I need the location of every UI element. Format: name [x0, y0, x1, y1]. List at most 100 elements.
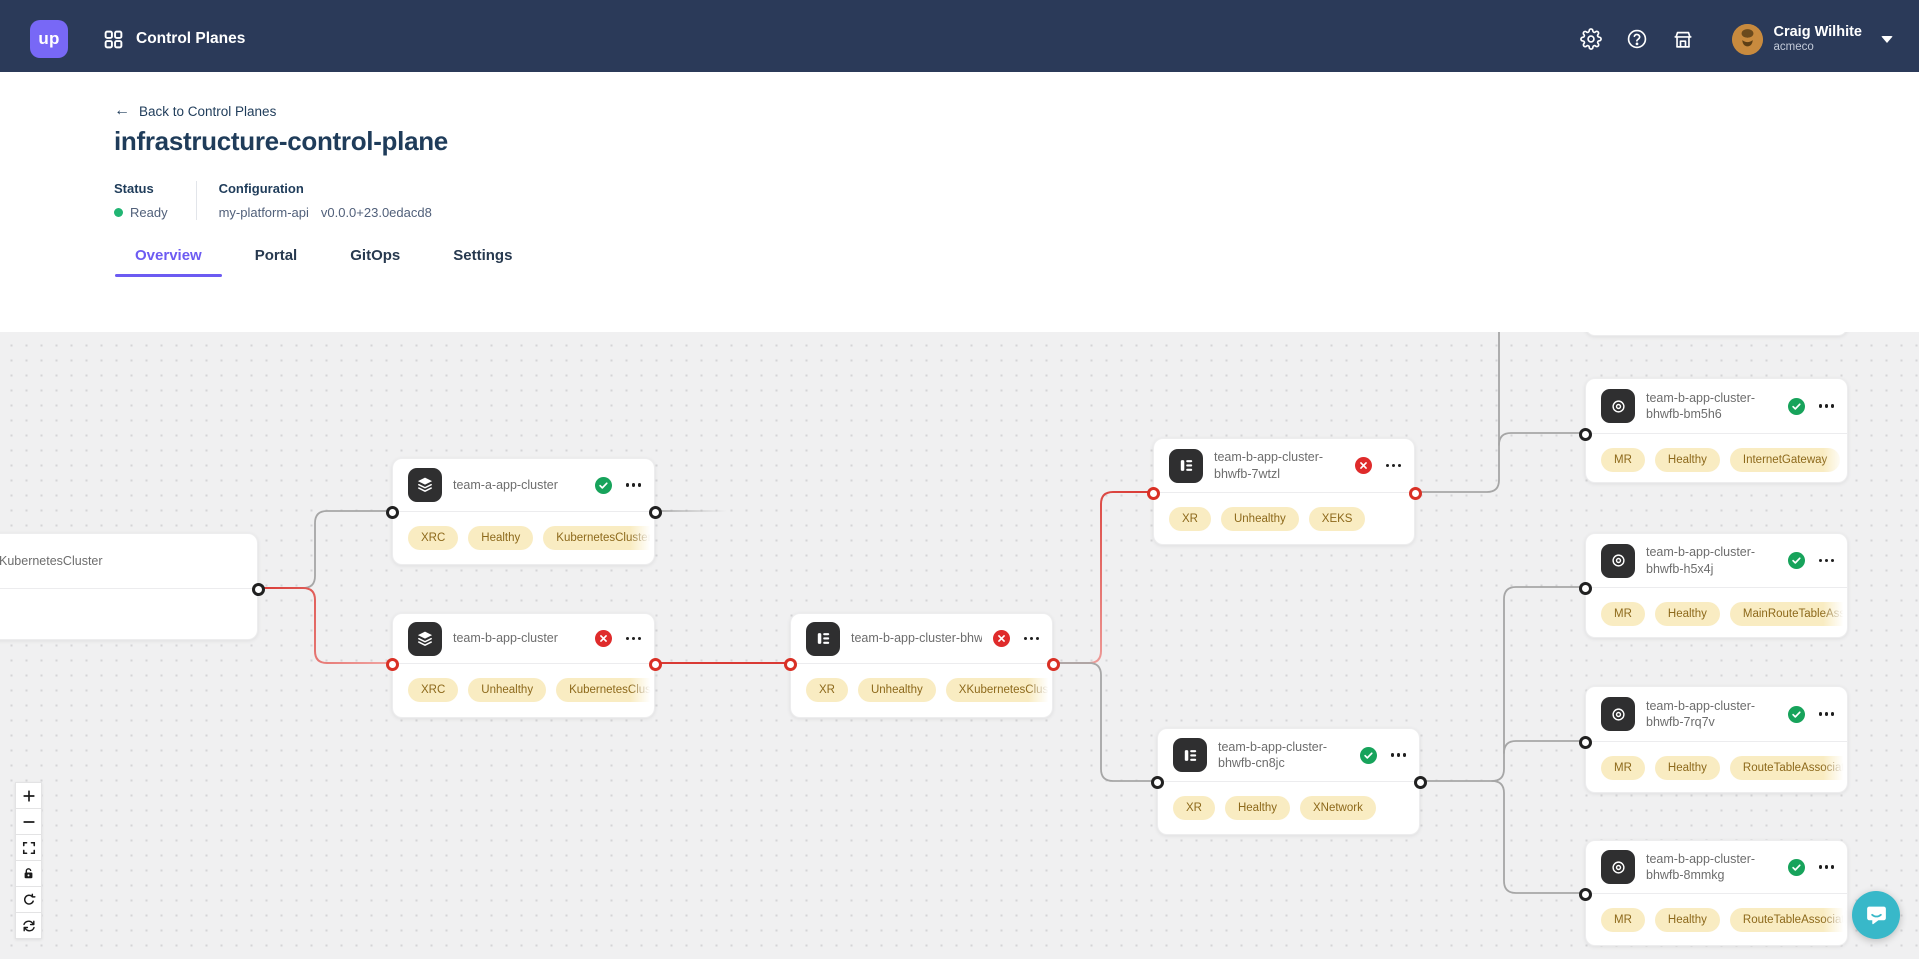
edge-kubernetescluster-to-team-b [257, 587, 393, 664]
tab-bar: Overview Portal GitOps Settings [115, 247, 1919, 277]
port-left [1579, 887, 1592, 901]
badge: RouteTableAssociation [1729, 908, 1847, 932]
badge: MR [1601, 756, 1645, 780]
node-badges: API [0, 589, 257, 627]
port-right [1409, 486, 1422, 500]
tab-overview[interactable]: Overview [115, 247, 222, 277]
badge: Unhealthy [857, 678, 936, 702]
status-healthy-icon [594, 476, 612, 494]
back-link[interactable]: ← Back to Control Planes [114, 103, 276, 119]
layers-resource-icon [408, 468, 442, 502]
edge-cn8jc-to-h5x4j [1417, 586, 1586, 782]
status-ready-dot [114, 208, 123, 217]
badge: XRC [408, 678, 459, 702]
node-menu-button[interactable] [1385, 461, 1402, 470]
node-menu-button[interactable] [625, 480, 642, 489]
badge: InternetGateway [1729, 448, 1841, 472]
tab-portal[interactable]: Portal [254, 247, 298, 264]
node-menu-button[interactable] [1390, 750, 1407, 759]
back-link-label: Back to Control Planes [139, 103, 277, 119]
configuration-name[interactable]: my-platform-api [218, 205, 309, 220]
status-unhealthy-icon [1354, 457, 1372, 474]
edge-bhwfb-to-7wtzl [1052, 491, 1154, 664]
badge: Unhealthy [1220, 507, 1299, 531]
node-label: team-b-app-cluster-bhwfb [851, 631, 982, 646]
page-header: ← Back to Control Planes infrastructure-… [0, 72, 1919, 332]
port-left [1151, 775, 1164, 789]
rotate-button[interactable] [15, 886, 42, 913]
node-badges: MRHealthyRouteTableAssociation [1586, 742, 1847, 780]
lock-button[interactable] [15, 860, 42, 887]
status-unhealthy-icon [992, 630, 1010, 647]
status-value: Ready [114, 205, 168, 220]
user-org: acmeco [1773, 40, 1814, 53]
fit-view-button[interactable] [15, 834, 42, 861]
port-left [1147, 486, 1160, 500]
canvas-toolbar [15, 782, 42, 939]
status-healthy-icon [1787, 397, 1805, 415]
tab-gitops[interactable]: GitOps [350, 247, 401, 264]
top-navbar: up Control Planes [0, 0, 1919, 72]
edge-kubernetescluster-to-team-a [257, 510, 393, 589]
port-right [649, 657, 662, 671]
node-menu-button[interactable] [1818, 401, 1835, 410]
upbound-logo[interactable]: up [30, 20, 68, 58]
node-menu-button[interactable] [1818, 862, 1835, 871]
zoom-out-button[interactable] [15, 808, 42, 835]
relayout-button[interactable] [15, 912, 42, 939]
badge: XEKS [1308, 507, 1366, 531]
mr-resource-icon [1601, 543, 1635, 578]
marketplace-icon[interactable] [1672, 28, 1694, 50]
xr-resource-icon [1173, 738, 1207, 772]
node-label: team-b-app-cluster-bhwfb-8mmkg [1646, 851, 1756, 882]
configuration-version: v0.0.0+23.0edacd8 [320, 205, 432, 220]
node-badges: MRHealthyRouteTableAssociation [1586, 894, 1847, 932]
node-label: KubernetesCluster [0, 553, 103, 568]
node-label: team-b-app-cluster-bhwfb-h5x4j [1646, 545, 1756, 576]
chevron-down-icon [1881, 35, 1893, 43]
configuration-label: Configuration [218, 181, 304, 196]
badge: RouteTableAssociation [1729, 756, 1847, 780]
node-badges: XRCUnhealthyKubernetesCluster [393, 664, 654, 702]
badge: Healthy [468, 526, 534, 550]
user-menu[interactable]: Craig Wilhite acmeco [1731, 23, 1893, 55]
node-menu-button[interactable] [1818, 556, 1835, 565]
grid-icon [102, 28, 124, 50]
edge-7wtzl-to-offscreen-top [1414, 332, 1500, 493]
page-context-title: Control Planes [136, 30, 246, 47]
node-kubernetescluster[interactable]: KKubernetesClusterAPI [0, 533, 265, 640]
badge: XRC [408, 526, 459, 550]
badge: Healthy [1654, 602, 1720, 626]
badge: XR [1173, 796, 1215, 820]
badge: Healthy [1654, 448, 1720, 472]
mr-resource-icon [1601, 697, 1635, 731]
graph-canvas[interactable]: KKubernetesClusterAPIteam-a-app-clusterX… [0, 332, 1919, 959]
port-right [1047, 657, 1060, 671]
node-menu-button[interactable] [1023, 634, 1040, 643]
settings-icon[interactable] [1579, 28, 1602, 50]
status-healthy-icon [1787, 858, 1805, 876]
zoom-in-button[interactable] [15, 782, 42, 809]
help-icon[interactable] [1626, 28, 1648, 50]
badge: XKubernetesCluster [945, 678, 1052, 702]
edge-7wtzl-to-bm5h6 [1498, 432, 1586, 446]
tab-settings[interactable]: Settings [453, 247, 513, 264]
node-menu-button[interactable] [1818, 709, 1835, 718]
node-partial-top-node[interactable] [1585, 332, 1848, 336]
node-menu-button[interactable] [625, 634, 642, 643]
avatar [1731, 23, 1763, 55]
port-left [386, 505, 399, 519]
control-plane-meta: Status Ready Configuration my-platform-a… [114, 181, 1919, 220]
chat-launcher-button[interactable] [1852, 891, 1900, 939]
